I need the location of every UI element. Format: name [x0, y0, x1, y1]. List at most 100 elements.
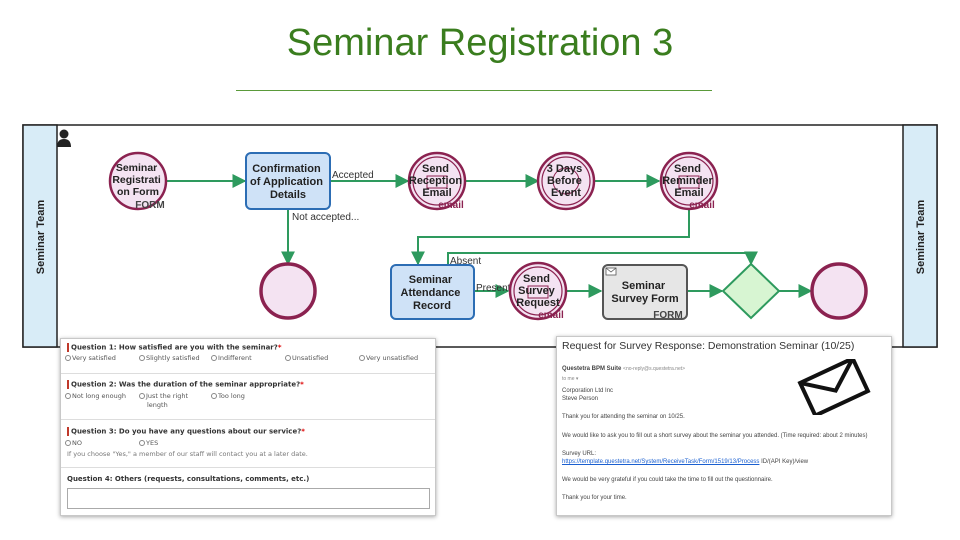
divider [61, 419, 435, 420]
edge-label-absent: Absent [450, 256, 481, 267]
question-3: Question 3: Do you have any questions ab… [67, 427, 305, 436]
node-tag-email: email [689, 200, 715, 211]
envelope-icon [797, 359, 871, 415]
question-label: Question 2: Was the duration of the semi… [71, 380, 301, 389]
svg-text:Send Reception Ema: Send Reception Email [409, 163, 465, 199]
radio-indifferent[interactable]: Indifferent [211, 354, 252, 362]
node-line: Attendance [401, 287, 461, 299]
edge-absent [447, 251, 758, 266]
node-line: Event [551, 187, 581, 199]
question-2: Question 2: Was the duration of the semi… [67, 380, 304, 389]
end-event-not-accepted[interactable] [259, 262, 317, 320]
question-note: If you choose "Yes," a member of our sta… [67, 450, 308, 458]
node-tag-email: email [538, 310, 564, 321]
email-survey-url-line: https://template.questetra.net/System/Re… [562, 459, 808, 465]
question-label: Question 3: Do you have any questions ab… [71, 427, 302, 436]
node-line: Send [523, 273, 550, 285]
node-line: Record [413, 300, 451, 312]
question-4: Question 4: Others (requests, consultati… [67, 475, 309, 483]
node-line: Email [422, 187, 451, 199]
divider [61, 373, 435, 374]
node-line: Reception [409, 175, 462, 187]
option-wrap: length [147, 401, 168, 409]
edge-label-not-accepted: Not accepted... [292, 212, 359, 223]
email-body-grateful: We would be very grateful if you could t… [562, 477, 773, 483]
required-mark: * [300, 380, 304, 389]
lane-header-right [902, 124, 938, 348]
node-line: of Application [250, 176, 323, 188]
clock-icon [552, 167, 580, 195]
node-line: Reminder [662, 175, 713, 187]
user-icon [57, 129, 71, 147]
edge-label-accepted: Accepted [332, 170, 374, 181]
node-send-reception-email[interactable]: Send Reception Email email [407, 151, 467, 211]
required-mark: * [301, 427, 305, 436]
gateway-merge[interactable] [721, 262, 781, 320]
node-line: Seminar [116, 162, 157, 174]
radio-unsatisfied[interactable]: Unsatisfied [285, 354, 328, 362]
node-line: on Form [117, 186, 159, 198]
node-line: Details [270, 189, 306, 201]
divider [61, 467, 435, 468]
radio-slightly-satisfied[interactable]: Slightly satisfied [139, 354, 200, 362]
email-recipient: to me ▾ [562, 376, 579, 382]
radio-very-satisfied[interactable]: Very satisfied [65, 354, 116, 362]
email-subject: Request for Survey Response: Demonstrati… [562, 340, 855, 352]
node-tag-form: FORM [135, 200, 164, 211]
message-icon [527, 285, 549, 299]
radio-very-unsatisfied[interactable]: Very unsatisfied [359, 354, 418, 362]
node-3-days-before-event[interactable]: 3 Days Before Event [536, 151, 596, 211]
node-line: Survey [518, 285, 556, 297]
svg-text:Confirmation of Applicat: Confirmation of Application Details [250, 163, 326, 201]
end-event-final[interactable] [810, 262, 868, 320]
email-company: Corporation Ltd Inc [562, 388, 614, 394]
node-line: Seminar [622, 280, 666, 292]
node-tag-email: email [438, 200, 464, 211]
question-1: Question 1: How satisfied are you with t… [67, 343, 282, 352]
edge-reminder-to-attendance [411, 209, 690, 266]
node-line: Survey Form [611, 293, 678, 305]
message-icon [678, 175, 700, 189]
node-send-reminder-email[interactable]: Send Reminder Email email [659, 151, 719, 211]
required-mark: * [277, 343, 282, 352]
node-seminar-attendance-record[interactable]: Seminar Attendance Record [390, 264, 475, 320]
lane-header-left [22, 124, 58, 348]
node-seminar-survey-form[interactable]: Seminar Survey Form FORM [602, 264, 688, 321]
node-tag-form: FORM [653, 310, 682, 321]
url-suffix: ID/(API Key)/view [759, 459, 809, 465]
survey-email-preview: Request for Survey Response: Demonstrati… [556, 336, 892, 516]
node-line: Seminar [409, 274, 453, 286]
radio-no[interactable]: NO [65, 439, 82, 447]
radio-too-long[interactable]: Too long [211, 392, 245, 400]
node-send-survey-request[interactable]: Send Survey Request email [508, 261, 568, 321]
email-sender-line: Questetra BPM Suite <no-reply@s.questetr… [562, 366, 686, 372]
question-label: Question 1: How satisfied are you with t… [71, 343, 278, 352]
message-icon [426, 175, 448, 189]
survey-form-preview: Question 1: How satisfied are you with t… [60, 338, 436, 516]
lane-label-left: Seminar Team [35, 200, 47, 275]
node-line: Send [674, 163, 701, 175]
node-line: 3 Days [547, 163, 582, 175]
node-line: Email [674, 187, 703, 199]
lane-label-right: Seminar Team [915, 200, 927, 275]
survey-url-link[interactable]: https://template.questetra.net/System/Re… [562, 459, 760, 465]
svg-text:Seminar Attendance: Seminar Attendance Record [401, 274, 464, 312]
radio-just-the-right-length[interactable]: Just the right [139, 392, 188, 400]
node-line: Before [547, 175, 582, 187]
node-line: Request [516, 297, 560, 309]
node-seminar-registration-form[interactable]: Seminar Registrati on Form FORM [108, 151, 168, 211]
radio-not-long-enough[interactable]: Not long enough [65, 392, 126, 400]
radio-yes[interactable]: YES [139, 439, 158, 447]
email-body-closing: Thank you for your time. [562, 495, 627, 501]
page-title: Seminar Registration 3 [286, 22, 674, 64]
svg-text:Send Reminder Emai: Send Reminder Email [662, 163, 716, 199]
email-body-request: We would like to ask you to fill out a s… [562, 433, 868, 439]
envelope-icon [605, 267, 617, 276]
node-line: Registrati [112, 174, 161, 186]
comments-textarea[interactable] [67, 488, 430, 509]
email-body-thanks: Thank you for attending the seminar on 1… [562, 414, 685, 420]
email-person: Steve Person [562, 396, 599, 402]
title-underline [236, 90, 712, 91]
node-confirmation-of-application-details[interactable]: Confirmation of Application Details [245, 152, 331, 210]
